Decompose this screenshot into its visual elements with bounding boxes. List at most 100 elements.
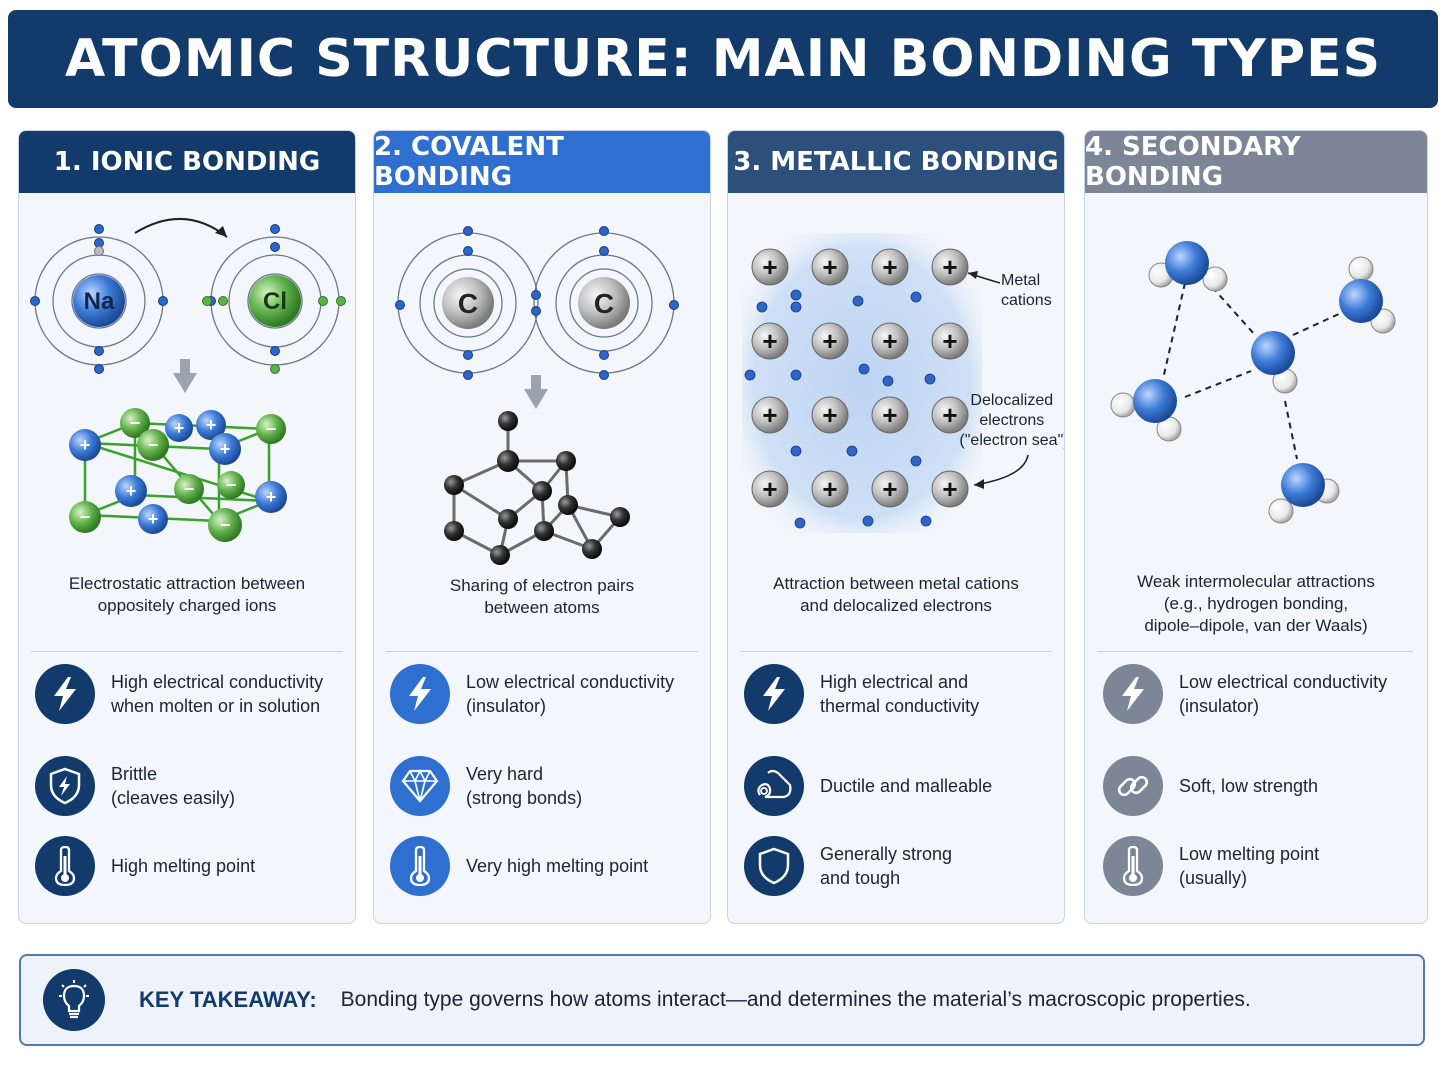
property-text: High electrical conductivity when molten…: [111, 672, 324, 716]
chain-link-icon: [1103, 756, 1163, 816]
card-description: Sharing of electron pairs between atoms: [449, 576, 635, 617]
thermometer-icon: [1103, 836, 1163, 896]
label-line: Metal: [1001, 272, 1040, 289]
label-line: cations: [1001, 292, 1052, 309]
svg-text:−: −: [226, 475, 237, 495]
svg-text:−: −: [130, 413, 141, 433]
property-item: Low melting point (usually): [1103, 833, 1413, 899]
property-text: Very high melting point: [466, 856, 649, 876]
diamond-icon: [390, 756, 450, 816]
svg-text:+: +: [762, 400, 777, 430]
property-text: Ductile and malleable: [820, 776, 993, 796]
svg-text:+: +: [942, 400, 957, 430]
property-text: Low electrical conductivity (insulator): [466, 672, 675, 716]
divider: [386, 651, 698, 652]
card-header: 4. SECONDARY BONDING: [1085, 131, 1427, 193]
property-text: Soft, low strength: [1179, 776, 1319, 796]
svg-text:+: +: [174, 418, 185, 438]
water-molecule: [1251, 331, 1298, 394]
atom-label-c: C: [458, 288, 478, 319]
property-item: High electrical and thermal conductivity: [744, 661, 1054, 727]
atom-label-c: C: [594, 288, 614, 319]
property-text: Brittle (cleaves easily): [111, 764, 236, 808]
svg-text:+: +: [882, 252, 897, 282]
svg-text:−: −: [80, 507, 91, 527]
svg-text:+: +: [882, 326, 897, 356]
takeaway-label: KEY TAKEAWAY:: [139, 987, 317, 1012]
svg-text:+: +: [206, 415, 217, 435]
divider: [31, 651, 343, 652]
lightbulb-icon: [43, 969, 105, 1031]
property-text: Low melting point (usually): [1179, 844, 1320, 888]
svg-text:+: +: [762, 474, 777, 504]
takeaway-text: Bonding type governs how atoms interact—…: [340, 988, 1251, 1011]
water-molecule: [1339, 256, 1396, 334]
water-molecule: [1110, 379, 1182, 442]
page-title: ATOMIC STRUCTURE: MAIN BONDING TYPES: [64, 29, 1382, 89]
property-text: Low electrical conductivity (insulator): [1179, 672, 1388, 716]
card-description: Electrostatic attraction between opposit…: [68, 574, 306, 615]
cation-row: + + + +: [751, 248, 969, 286]
key-takeaway-banner: KEY TAKEAWAY: Bonding type governs how a…: [19, 954, 1425, 1046]
ionic-bonding-illustration: Na Cl − + + − + − +: [30, 217, 346, 542]
svg-text:−: −: [148, 435, 159, 455]
svg-text:+: +: [822, 252, 837, 282]
secondary-bonding-illustration: [1110, 241, 1396, 524]
property-item: Brittle (cleaves easily): [35, 753, 345, 819]
svg-text:+: +: [148, 509, 159, 529]
cation-row: + + + +: [751, 470, 969, 508]
property-text: High melting point: [111, 856, 256, 876]
property-item: Ductile and malleable: [744, 753, 1054, 819]
property-item: Very hard (strong bonds): [390, 753, 700, 819]
card-ionic-bonding: 1. IONIC BONDING Na Cl: [18, 130, 356, 924]
delocalized-electrons-label: Delocalized electrons ("electron sea"): [959, 392, 1064, 449]
label-line: Delocalized: [970, 392, 1053, 409]
card-covalent-bonding: 2. COVALENT BONDING C C: [373, 130, 711, 924]
svg-text:+: +: [942, 326, 957, 356]
property-item: Low electrical conductivity (insulator): [1103, 661, 1413, 727]
svg-text:−: −: [220, 515, 231, 535]
svg-text:+: +: [220, 439, 231, 459]
property-text: High electrical and thermal conductivity: [820, 672, 980, 716]
divider: [1097, 651, 1413, 652]
thermometer-icon: [35, 836, 95, 896]
shield-icon: [744, 836, 804, 896]
metallic-bonding-illustration: + + + + + + + + + + + + + + + +: [742, 233, 1064, 533]
property-item: Generally strong and tough: [744, 833, 1054, 899]
svg-text:+: +: [126, 481, 137, 501]
svg-text:+: +: [882, 400, 897, 430]
svg-text:−: −: [266, 419, 277, 439]
svg-text:+: +: [762, 326, 777, 356]
cation-row: + + + +: [751, 396, 969, 434]
covalent-bonding-illustration: C C: [395, 226, 679, 565]
card-header: 2. COVALENT BONDING: [374, 131, 710, 193]
divider: [740, 651, 1052, 652]
lightning-icon: [35, 664, 95, 724]
rolled-sheet-icon: [744, 756, 804, 816]
svg-text:+: +: [266, 487, 277, 507]
property-item: Low electrical conductivity (insulator): [390, 661, 700, 727]
svg-text:+: +: [942, 474, 957, 504]
thermometer-icon: [390, 836, 450, 896]
atom-label-cl: Cl: [263, 288, 287, 315]
card-description: Attraction between metal cations and del…: [773, 574, 1019, 615]
property-text: Very hard (strong bonds): [466, 764, 583, 808]
svg-text:+: +: [80, 435, 91, 455]
card-secondary-bonding: 4. SECONDARY BONDING: [1084, 130, 1428, 924]
svg-text:+: +: [822, 400, 837, 430]
lightning-icon: [1103, 664, 1163, 724]
card-metallic-bonding: 3. METALLIC BONDING + + + + + + + + + + …: [727, 130, 1065, 924]
property-item: Soft, low strength: [1103, 753, 1413, 819]
water-molecule: [1148, 241, 1228, 292]
property-item: Very high melting point: [390, 833, 700, 899]
label-line: ("electron sea"): [959, 432, 1064, 449]
svg-text:+: +: [762, 252, 777, 282]
metal-cations-label: Metal cations: [1001, 272, 1052, 309]
card-header: 1. IONIC BONDING: [19, 131, 355, 193]
water-molecule: [1268, 463, 1340, 524]
atom-label-na: Na: [84, 288, 115, 315]
title-bar: ATOMIC STRUCTURE: MAIN BONDING TYPES: [8, 10, 1438, 108]
svg-text:+: +: [822, 474, 837, 504]
property-item: High melting point: [35, 833, 345, 899]
label-line: electrons: [979, 412, 1044, 429]
